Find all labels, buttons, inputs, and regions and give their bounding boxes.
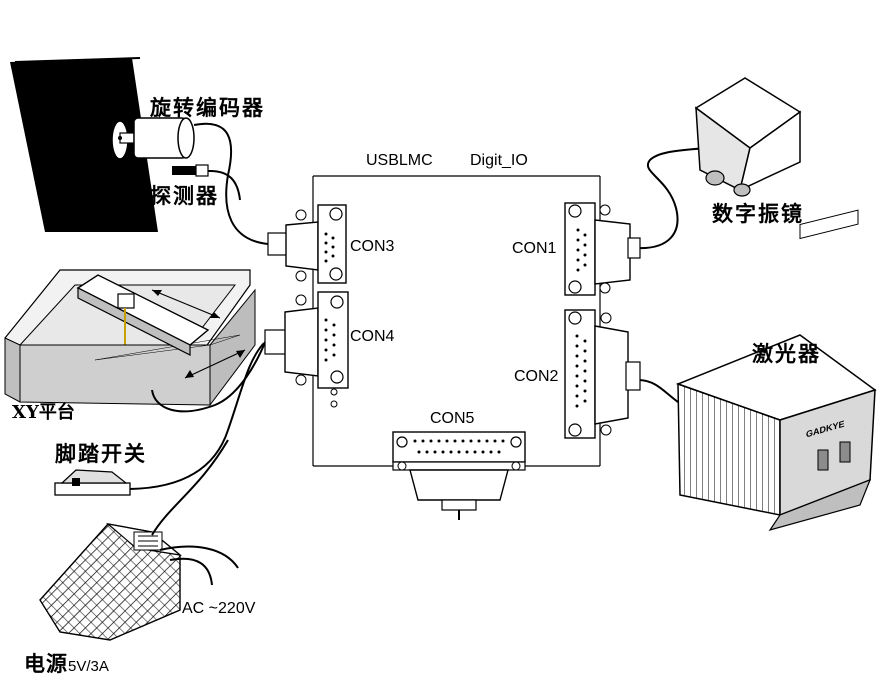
con4-connector [264, 291, 349, 408]
board-title-left: USBLMC [366, 152, 433, 169]
con5-connector [392, 431, 526, 520]
laser-source-icon [675, 209, 877, 532]
con3-label: CON3 [350, 238, 395, 255]
foot-switch-label: 脚踏开关 [55, 441, 147, 466]
encoder-label: 旋转编码器 [150, 95, 265, 120]
con2-connector [564, 309, 641, 439]
con1-label: CON1 [512, 240, 557, 257]
con2-label: CON2 [514, 368, 559, 385]
con1-connector [564, 202, 641, 296]
con3-connector [267, 204, 347, 284]
con5-label: CON5 [430, 410, 475, 427]
probe-label: 探测器 [150, 183, 219, 208]
encoder-wheel [10, 57, 158, 232]
power-supply-name: 电源 [24, 651, 68, 676]
probe-icon [172, 164, 209, 177]
power-supply-rating: 5V/3A [68, 658, 109, 675]
power-supply-label: 电源5V/3A [24, 648, 109, 678]
wiring [129, 122, 706, 586]
foot-switch-icon [54, 469, 131, 496]
xy-platform-icon [4, 269, 256, 407]
board-title-right: Digit_IO [470, 152, 528, 169]
laser-label: 激光器 [752, 341, 821, 366]
xy-platform-label: XY平台 [12, 402, 75, 423]
power-supply-icon [39, 523, 183, 641]
galvo-scanner-icon [694, 77, 802, 197]
con4-label: CON4 [350, 328, 395, 345]
ac-input-label: AC ~220V [182, 600, 256, 617]
rotary-encoder-icon [111, 117, 195, 160]
galvo-label: 数字振镜 [712, 201, 804, 226]
